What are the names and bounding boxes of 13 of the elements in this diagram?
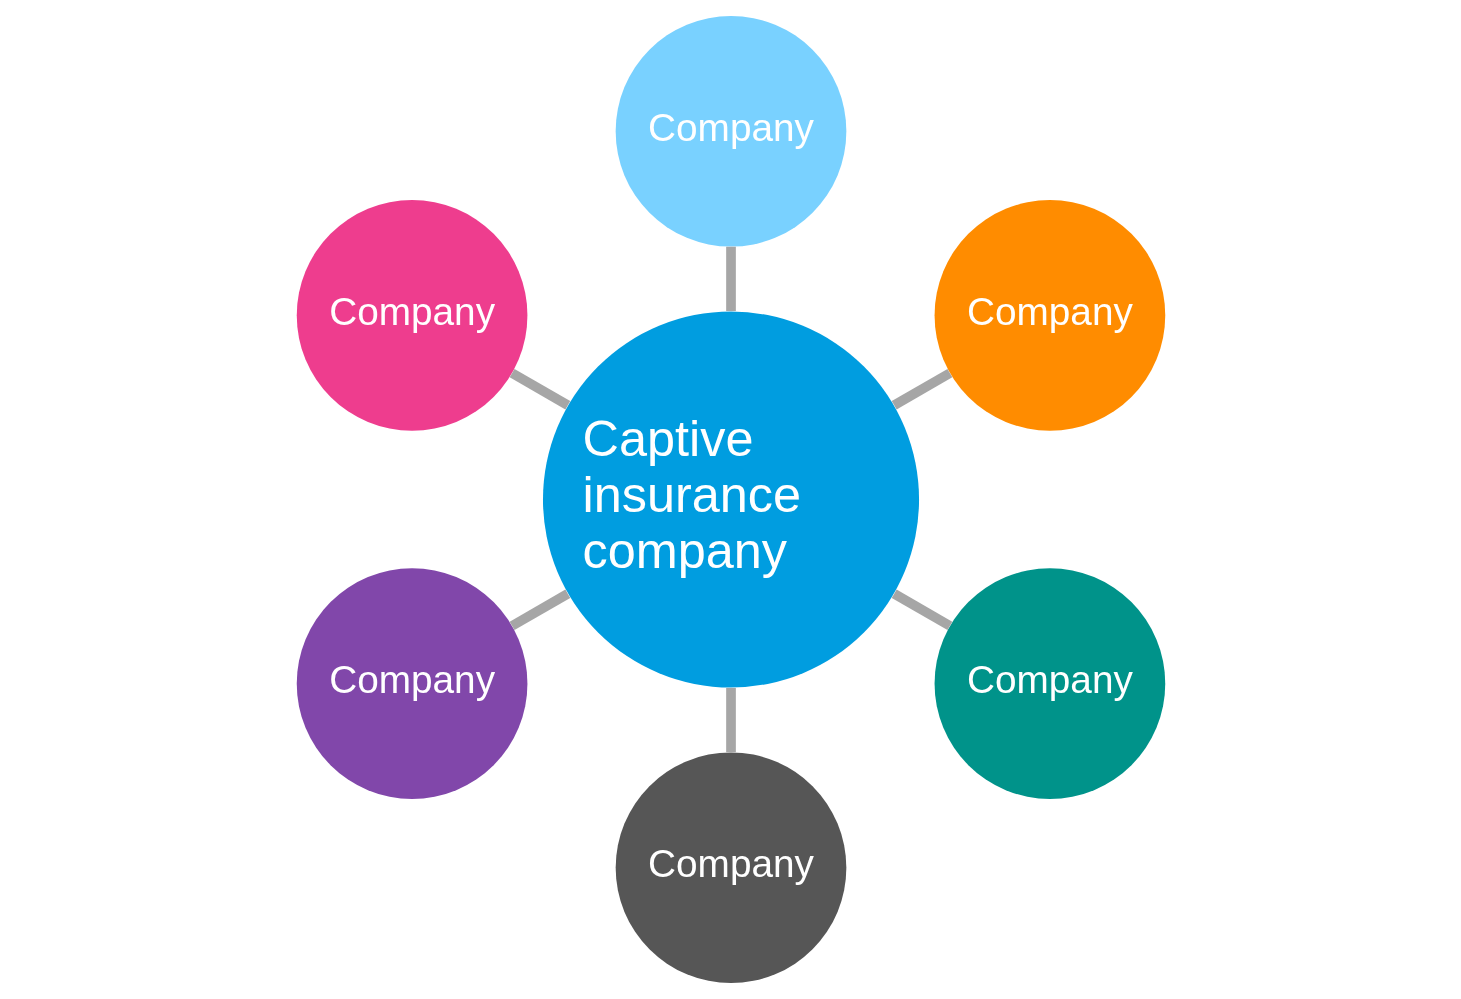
node-circle: Company xyxy=(934,200,1165,431)
node-circle: Company xyxy=(615,15,846,247)
connector xyxy=(891,368,952,410)
connector xyxy=(725,246,736,312)
node-circle: Captive insurance company xyxy=(542,311,919,688)
connector xyxy=(725,687,736,753)
connector xyxy=(891,589,952,631)
node-circle: Company xyxy=(296,200,527,431)
connector xyxy=(509,368,570,410)
node-circle: Company xyxy=(934,568,1165,799)
node-circle: Company xyxy=(615,752,846,984)
connector xyxy=(509,589,570,631)
node-circle: Company xyxy=(296,568,527,799)
